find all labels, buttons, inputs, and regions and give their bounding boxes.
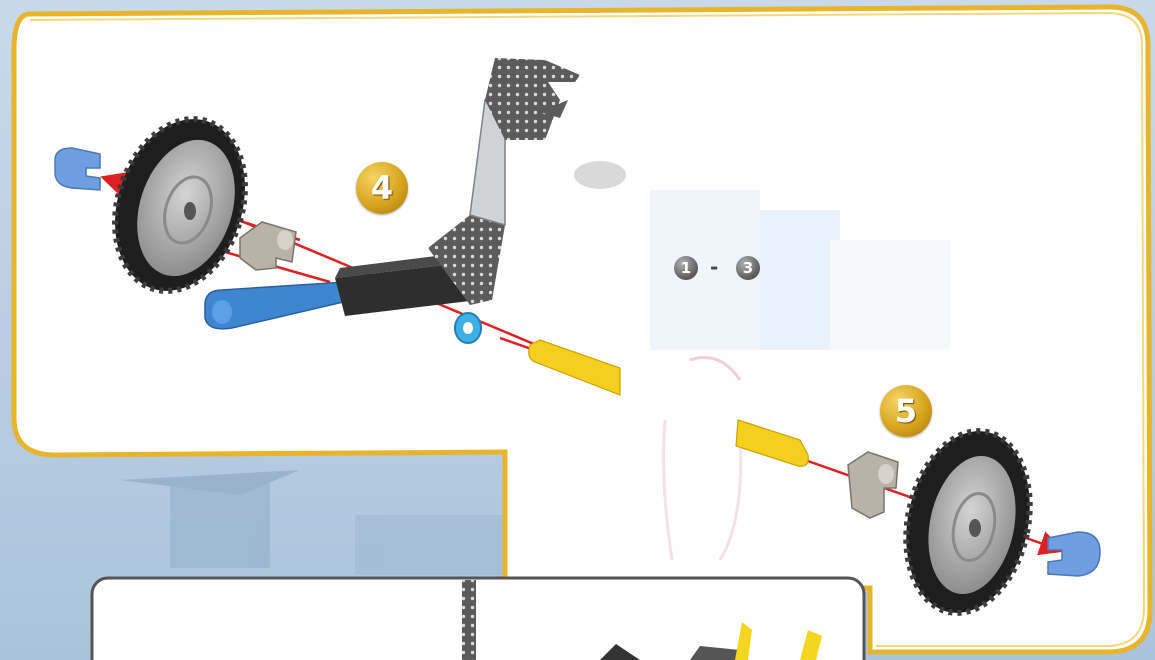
ref-dash: - [710, 255, 718, 279]
ref-step-1-badge: 1 [674, 256, 698, 280]
inset-panel [92, 578, 864, 660]
background-scenery [120, 470, 505, 575]
step-5-badge: 5 [880, 385, 932, 437]
inset-beam-icon [462, 580, 476, 660]
ref-step-3-badge: 3 [736, 256, 760, 280]
spacer-icon [455, 313, 481, 343]
step-4-badge: 4 [356, 162, 408, 214]
